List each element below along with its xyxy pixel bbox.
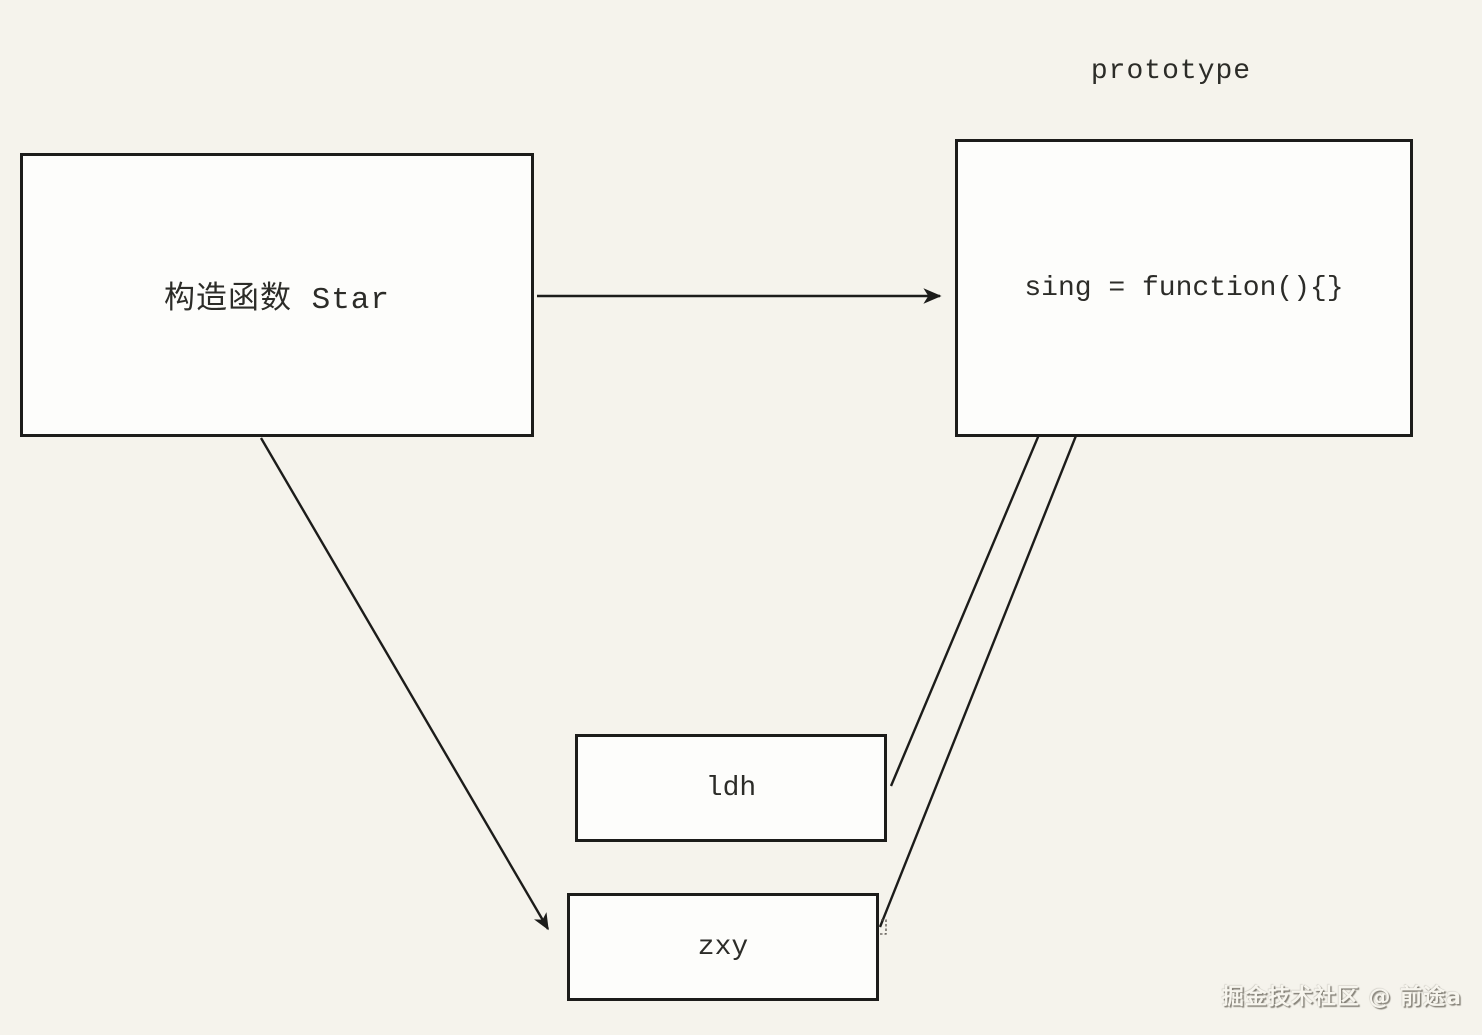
node-prototype-object: sing = function(){} — [955, 139, 1413, 437]
edge-ldh-to-prototype-arrow — [889, 378, 1064, 787]
node-constructor-star: 构造函数 Star — [20, 153, 534, 437]
edge-zxy-to-prototype-arrow — [878, 371, 1103, 928]
node-prototype-object-label: sing = function(){} — [1024, 272, 1344, 304]
watermark: 掘金技术社区 @ 前途a — [1221, 985, 1462, 1010]
node-zxy-label: zxy — [697, 931, 749, 963]
edge-star-to-zxy-arrow — [259, 437, 550, 931]
node-zxy: zxy — [567, 893, 879, 1001]
node-constructor-star-label: 构造函数 Star — [163, 283, 390, 318]
node-ldh-label: ldh — [705, 772, 757, 804]
node-ldh: ldh — [575, 734, 887, 842]
prototype-title-label: prototype — [1090, 56, 1252, 87]
